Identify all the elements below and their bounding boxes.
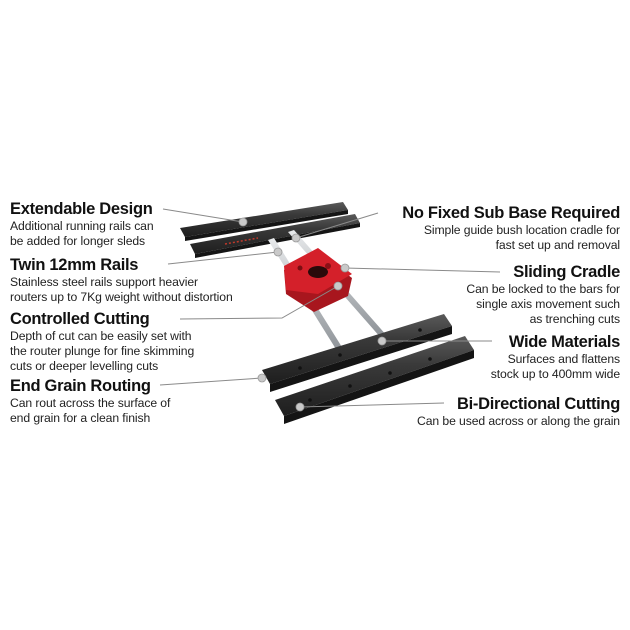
feature-desc-line: Can rout across the surface of	[10, 396, 171, 410]
feature-twin-rails: Twin 12mm Rails Stainless steel rails su…	[10, 256, 280, 305]
feature-bi-directional-cutting: Bi-Directional Cutting Can be used acros…	[350, 395, 620, 429]
feature-title: Sliding Cradle	[513, 263, 620, 281]
feature-desc-line: Can be locked to the bars for	[466, 282, 620, 296]
feature-sliding-cradle: Sliding Cradle Can be locked to the bars…	[350, 263, 620, 327]
feature-title: Controlled Cutting	[10, 310, 150, 328]
feature-title: No Fixed Sub Base Required	[402, 204, 620, 222]
feature-title: Bi-Directional Cutting	[457, 395, 620, 413]
feature-desc-line: end grain for a clean finish	[10, 411, 151, 425]
feature-desc-line: the router plunge for fine skimming	[10, 344, 195, 358]
feature-desc-line: fast set up and removal	[495, 238, 620, 252]
feature-desc-line: single axis movement such	[476, 297, 620, 311]
feature-end-grain-routing: End Grain Routing Can rout across the su…	[10, 377, 280, 426]
feature-extendable-design: Extendable Design Additional running rai…	[10, 200, 280, 249]
feature-no-fixed-sub-base: No Fixed Sub Base Required Simple guide …	[350, 204, 620, 253]
feature-wide-materials: Wide Materials Surfaces and flattens sto…	[350, 333, 621, 382]
feature-title: Twin 12mm Rails	[10, 256, 139, 274]
feature-desc-line: Simple guide bush location cradle for	[423, 223, 620, 237]
feature-desc-line: Surfaces and flattens	[507, 352, 621, 366]
feature-desc-line: cuts or deeper levelling cuts	[10, 359, 159, 373]
feature-desc-line: Depth of cut can be easily set with	[10, 329, 192, 343]
upper-rail-back	[180, 202, 348, 241]
upper-rail-front	[190, 214, 360, 258]
feature-desc-line: Stainless steel rails support heavier	[10, 275, 199, 289]
feature-desc-line: as trenching cuts	[529, 312, 621, 326]
feature-title: End Grain Routing	[10, 377, 151, 395]
lower-rail-front	[275, 336, 474, 424]
feature-desc-line: stock up to 400mm wide	[490, 367, 620, 381]
feature-desc-line: Additional running rails can	[10, 219, 154, 233]
feature-desc-line: be added for longer sleds	[10, 234, 146, 248]
feature-desc-line: routers up to 7Kg weight without distort…	[10, 290, 233, 304]
leader-dots	[238, 217, 387, 412]
red-cradle	[284, 248, 352, 312]
feature-title: Wide Materials	[508, 333, 620, 351]
feature-title: Extendable Design	[10, 200, 153, 218]
feature-controlled-cutting: Controlled Cutting Depth of cut can be e…	[10, 310, 280, 374]
feature-desc-line: Can be used across or along the grain	[417, 414, 620, 428]
leader-lines	[159, 208, 501, 408]
